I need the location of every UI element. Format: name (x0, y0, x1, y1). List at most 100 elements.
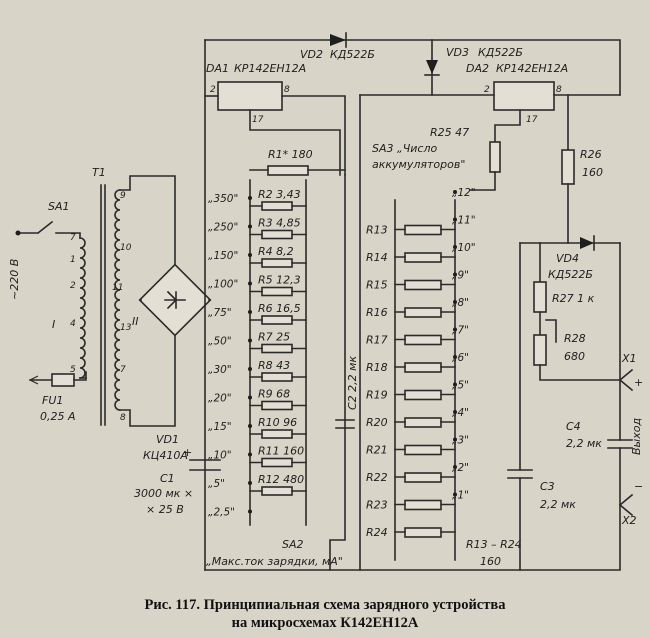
tap-8b: 8 (120, 413, 126, 423)
r28-label: R28 (564, 332, 586, 345)
mains-input (15, 220, 87, 387)
primary-winding (79, 237, 86, 379)
vd1-label: VD1 (156, 433, 179, 446)
cell-tap-position: „1" (452, 490, 469, 502)
current-tap-position: „75" (208, 307, 232, 319)
tap-contact[interactable] (248, 452, 252, 457)
tap-contact[interactable] (248, 509, 252, 514)
figure-caption-line-1: Рис. 117. Принципиальная схема зарядного… (144, 597, 506, 613)
vd4-type: КД522Б (548, 268, 593, 281)
input-arrow (29, 375, 39, 385)
current-resistor (261, 429, 293, 439)
tap-contact[interactable] (248, 424, 252, 428)
c2-capacitor (335, 419, 355, 429)
cell-tap-contact[interactable] (453, 355, 457, 359)
fu1-fuse (51, 373, 75, 387)
r27-label: R27 1 к (552, 292, 595, 305)
cell-tap-position: „3" (452, 435, 469, 447)
cell-resistor (404, 444, 442, 456)
cell-resistor-label: R17 (366, 334, 388, 347)
cell-tap-contact[interactable] (453, 190, 457, 194)
tap-contact[interactable] (248, 395, 252, 400)
t1-label: T1 (92, 166, 106, 179)
winding-ii-label: II (132, 315, 139, 328)
x1-plus: + (634, 376, 643, 389)
current-resistor (261, 201, 293, 211)
da2-pin-2: 2 (484, 85, 490, 95)
cell-resistor (404, 334, 442, 346)
current-resistor (261, 286, 293, 297)
tap-contact[interactable] (248, 196, 252, 200)
cell-tap-row: „9"R15 (366, 270, 469, 292)
current-tap-position: „50" (208, 336, 232, 348)
tap-contact[interactable] (248, 481, 252, 485)
cell-tap-contact[interactable] (453, 245, 457, 249)
c4-value: 2,2 мк (566, 437, 602, 450)
r25-label: R25 47 (430, 126, 469, 139)
current-resistor (261, 457, 293, 468)
tap-contact[interactable] (248, 310, 252, 314)
cell-tap-row: „3"R21 (366, 435, 469, 457)
tap-contact[interactable] (248, 367, 252, 371)
current-tap-position: „5" (208, 478, 225, 490)
input-terminal-top (15, 230, 21, 236)
c3-capacitor (507, 469, 533, 479)
cell-tap-row: „10"R14 (366, 242, 476, 264)
fu1-label: FU1 (42, 394, 63, 407)
cell-tap-contact[interactable] (453, 437, 457, 442)
current-resistor-label: R8 43 (258, 359, 290, 372)
current-tap-row: „15"R10 96 (208, 416, 307, 439)
cell-resistor-ladder: „12"„11"R13„10"R14„9"R15„8"R16„7"R17„6"R… (366, 187, 476, 539)
x2-terminal[interactable] (618, 493, 634, 517)
cell-tap-contact[interactable] (453, 300, 457, 304)
cell-tap-row: R24 (366, 526, 456, 539)
r27-resistor (533, 281, 547, 313)
da1-regulator (217, 81, 283, 111)
cell-tap-contact[interactable] (453, 272, 457, 277)
r1-label: R1* 180 (268, 148, 313, 161)
da2-label: DA2 (466, 62, 489, 75)
cell-tap-position: „12" (452, 187, 476, 199)
da1-pin-2: 2 (210, 85, 216, 95)
mains-voltage-label: ~220 В (8, 259, 21, 300)
r28-wire-bottom (539, 364, 621, 381)
r28-resistor (533, 334, 547, 366)
tap-contact[interactable] (248, 253, 252, 257)
cell-tap-contact[interactable] (453, 382, 457, 387)
tap-contact[interactable] (248, 338, 252, 343)
current-tap-position: „15" (208, 421, 232, 433)
cell-tap-position: „5" (452, 380, 469, 392)
cell-resistor-label: R19 (366, 389, 388, 402)
transformer-t1 (79, 184, 121, 426)
current-resistor (261, 400, 293, 411)
cell-resistor (404, 527, 442, 538)
tap-11: 11 (112, 283, 123, 293)
cell-tap-contact[interactable] (453, 410, 457, 414)
vd2-type: КД522Б (330, 48, 375, 61)
cell-tap-contact[interactable] (453, 327, 457, 332)
tap-9: 9 (120, 191, 126, 201)
c3-label: C3 (540, 480, 555, 493)
sa3-label-1: SA3 „Число (372, 142, 437, 155)
da2-pin-8: 8 (556, 85, 562, 95)
cell-tap-row: „6"R18 (366, 352, 469, 374)
tap-13: 13 (120, 323, 132, 333)
tap-contact[interactable] (248, 224, 252, 229)
x1-terminal[interactable] (618, 368, 634, 392)
r26-value: 160 (582, 166, 603, 179)
vd3-type: КД522Б (478, 46, 523, 59)
cell-tap-contact[interactable] (453, 465, 457, 469)
current-tap-row: „5"R12 480 (208, 473, 307, 496)
cell-tap-contact[interactable] (453, 492, 457, 497)
c4-label: C4 (566, 420, 581, 433)
vd3-diode (424, 60, 440, 76)
cell-tap-contact[interactable] (453, 217, 457, 222)
da1-adj-wire (249, 109, 341, 176)
cell-resistor (404, 252, 442, 263)
sa2-caption: „Макс.ток зарядки, мА" (206, 555, 343, 568)
tap-contact[interactable] (248, 281, 252, 286)
tap-7a: 7 (70, 233, 76, 243)
r13-r24-label: R13 – R24 (466, 538, 522, 551)
tap-2: 2 (70, 281, 76, 291)
